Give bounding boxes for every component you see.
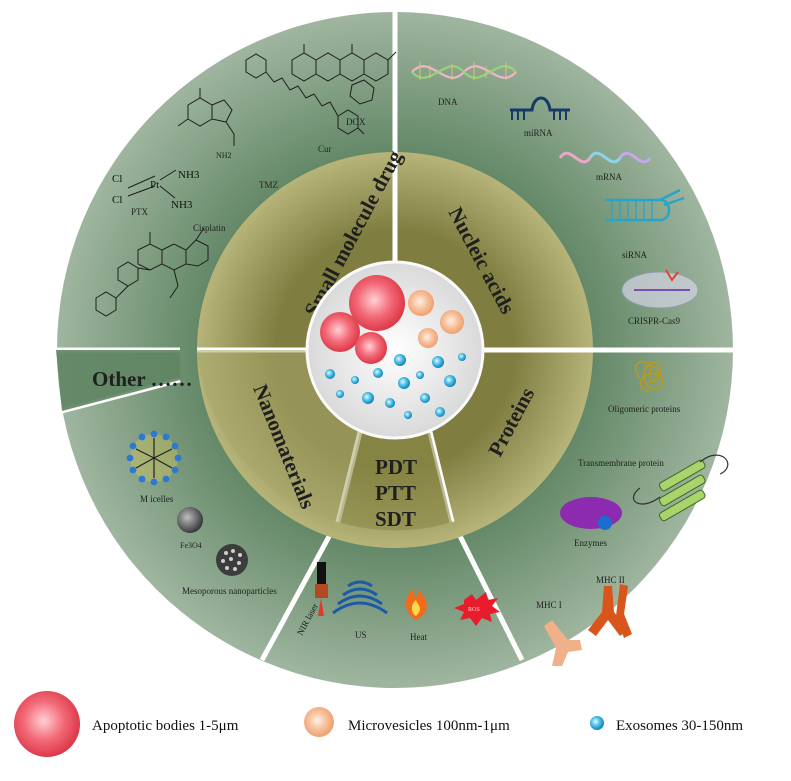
- mhc1-label: MHC I: [536, 600, 562, 610]
- ultrasound-icon: [332, 580, 388, 615]
- exosome: [444, 375, 456, 387]
- legend-microvesicle-icon: [304, 707, 334, 737]
- microvesicle: [440, 310, 464, 334]
- enzyme-icon: [560, 497, 622, 530]
- micelle-icon: [126, 430, 182, 486]
- mrna-icon: [558, 151, 652, 164]
- fe3o4-particle-icon: [177, 507, 203, 533]
- exosome: [385, 398, 395, 408]
- exosome: [398, 377, 410, 389]
- legend-apoptotic-label: Apoptotic bodies 1-5μm: [92, 718, 239, 734]
- nh2-label: NH2: [216, 151, 232, 160]
- exosome: [404, 411, 412, 419]
- small-molecule-structures: [95, 44, 397, 317]
- exosome: [325, 369, 335, 379]
- nir-laser-icon: [315, 562, 328, 616]
- exosome: [432, 356, 444, 368]
- exosome: [362, 392, 374, 404]
- mrna-label: mRNA: [596, 172, 623, 182]
- mesoporous-particle-icon: [216, 544, 248, 576]
- center-therapy-labels: PDT PTT SDT: [375, 455, 417, 531]
- transmembrane-protein-icon: [633, 454, 729, 522]
- legend-microvesicle-label: Microvesicles 100nm-1μm: [348, 718, 510, 734]
- oligomeric-label: Oligomeric proteins: [608, 404, 681, 414]
- exosome: [420, 393, 430, 403]
- other-band: Other ……: [56, 350, 193, 411]
- mhc2-label: MHC II: [596, 575, 625, 585]
- cl-label-1: Cl: [112, 173, 122, 185]
- other-label: Other ……: [92, 367, 193, 391]
- exosome: [351, 376, 359, 384]
- microvesicle: [418, 328, 438, 348]
- exosome: [373, 368, 383, 378]
- legend-apoptotic-icon: [14, 691, 80, 757]
- therapy-label-pdt: PDT: [375, 455, 417, 479]
- ptx-label: PTX: [131, 207, 149, 217]
- heat-flame-icon: [406, 588, 427, 620]
- exosome: [336, 390, 344, 398]
- nh3-label-1: NH3: [178, 169, 200, 181]
- center-vesicles: [320, 275, 466, 419]
- apoptotic-body: [320, 312, 360, 352]
- sirna-icon: [605, 188, 685, 222]
- crispr-label: CRISPR-Cas9: [628, 316, 681, 326]
- cur-label: Cur: [318, 144, 332, 154]
- exosome: [458, 353, 466, 361]
- apoptotic-body: [349, 275, 405, 331]
- micelles-label: M icelles: [140, 494, 174, 504]
- cisplatin-label: Cisplatin: [193, 223, 226, 233]
- therapy-label-ptt: PTT: [375, 481, 416, 505]
- small-molecule-labels: DOX Cur TMZ Cisplatin PTX Pt Cl Cl NH3 N…: [112, 117, 366, 233]
- ros-label: ROS: [468, 607, 480, 613]
- therapy-label-sdt: SDT: [375, 507, 416, 531]
- nh3-label-2: NH3: [171, 199, 193, 211]
- therapy-sector: [338, 432, 452, 531]
- mirna-label: miRNA: [524, 128, 553, 138]
- us-label: US: [355, 630, 367, 640]
- legend-exosome-icon: [590, 716, 604, 730]
- cl-label-2: Cl: [112, 194, 122, 206]
- dna-helix-icon: [411, 62, 517, 80]
- dox-label: DOX: [346, 117, 366, 127]
- mesoporous-label: Mesoporous nanoparticles: [182, 586, 277, 596]
- exosome: [435, 407, 445, 417]
- mirna-icon: [510, 96, 570, 120]
- apoptotic-body: [355, 332, 387, 364]
- pt-label: Pt: [150, 179, 159, 191]
- crispr-icon: [621, 269, 699, 309]
- ros-burst-icon: ROS: [454, 592, 500, 626]
- oligomeric-protein-icon: [634, 360, 664, 393]
- dna-label: DNA: [438, 97, 458, 107]
- transmembrane-label: Transmembrane protein: [578, 458, 664, 468]
- mhc2-icon: [588, 584, 632, 638]
- sirna-label: siRNA: [622, 250, 648, 260]
- legend-exosome-label: Exosomes 30-150nm: [616, 718, 743, 734]
- enzymes-label: Enzymes: [574, 538, 607, 548]
- microvesicle: [408, 290, 434, 316]
- exosome: [394, 354, 406, 366]
- exosome: [416, 371, 424, 379]
- mhc1-icon: [544, 620, 582, 666]
- fe3o4-label: Fe3O4: [180, 541, 202, 550]
- heat-label: Heat: [410, 632, 427, 642]
- tmz-label: TMZ: [259, 180, 278, 190]
- legend: Apoptotic bodies 1-5μm Microvesicles 100…: [14, 691, 743, 757]
